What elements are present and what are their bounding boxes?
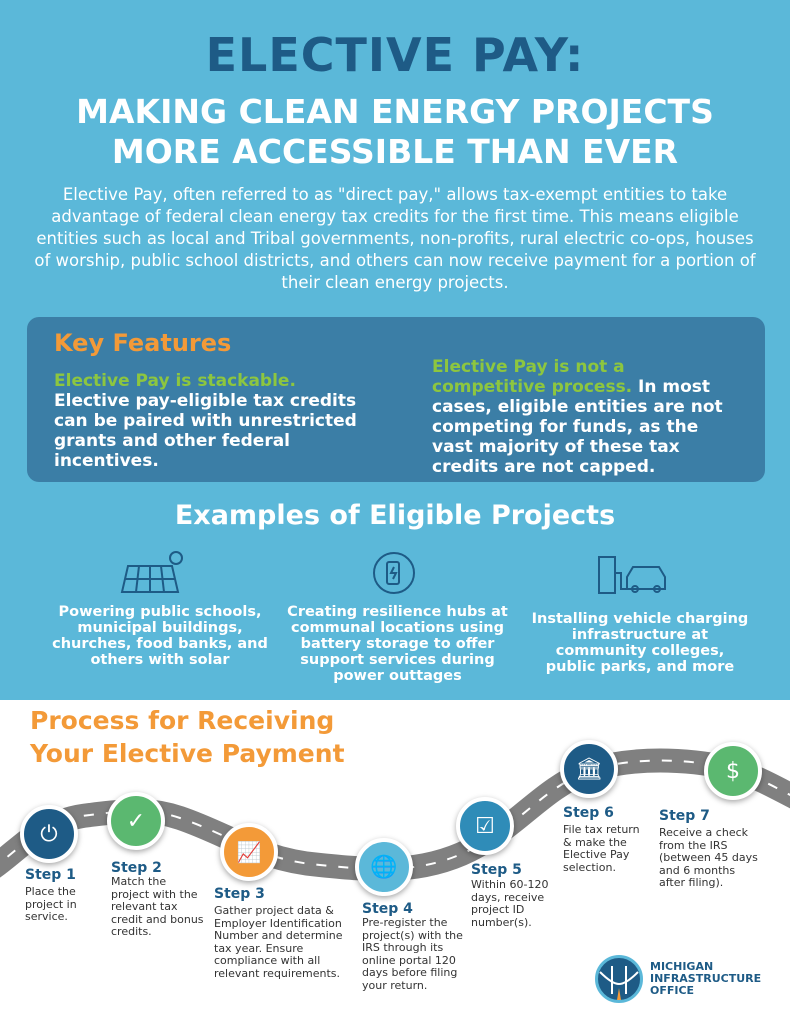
feature-highlight: Elective Pay is stackable. <box>54 371 296 391</box>
page-title: ELECTIVE PAY: <box>205 28 585 82</box>
step-5-clipboard-checklist-icon: ☑ <box>456 797 514 855</box>
michigan-infrastructure-office-logo <box>595 955 643 1003</box>
logo-line: MICHIGAN <box>650 960 714 973</box>
bridge-icon <box>599 966 639 1000</box>
step-5-text: Within 60-120 days, receive project ID n… <box>471 878 549 929</box>
step-1-label: Step 1 <box>25 867 76 883</box>
subtitle-line: MORE ACCESSIBLE THAN EVER <box>111 132 679 171</box>
step-7-text: Receive a check from the IRS (between 45… <box>659 826 758 889</box>
example-solar: Powering public schools, municipal build… <box>52 604 268 668</box>
step-7-label: Step 7 <box>659 808 710 824</box>
step-7-hand-dollar-icon: $ <box>704 742 762 800</box>
key-features-title: Key Features <box>54 329 232 357</box>
feature-text: In most cases, eligible entities are not… <box>432 377 723 477</box>
feature-text: Elective pay-eligible tax credits can be… <box>54 391 357 471</box>
feature-stackable: Elective Pay is stackable.Elective pay-e… <box>54 371 384 471</box>
step-4-text: Pre-register the project(s) with the IRS… <box>362 916 463 992</box>
step-2-document-search-icon: ✓ <box>107 792 165 850</box>
step-3-report-chart-icon: 📈 <box>220 823 278 881</box>
step-2-label: Step 2 <box>111 860 162 876</box>
step-2-text: Match the project with the relevant tax … <box>111 875 204 938</box>
step-3-label: Step 3 <box>214 886 265 902</box>
step-6-label: Step 6 <box>563 805 614 821</box>
solar-panel-icon <box>120 551 183 593</box>
subtitle-line: MAKING CLEAN ENERGY PROJECTS <box>76 92 714 131</box>
step-6-bank-payment-icon: 🏛 <box>560 740 618 798</box>
feature-highlight: Elective Pay is not a competitive proces… <box>432 357 633 397</box>
logo-line: INFRASTRUCTURE <box>650 972 762 985</box>
step-4-computer-globe-icon: 🌐 <box>355 838 413 896</box>
step-1-plug-plant-icon: ⏻ <box>20 805 78 863</box>
step-4-label: Step 4 <box>362 901 413 917</box>
ev-charging-icon <box>598 556 666 594</box>
examples-title: Examples of Eligible Projects <box>174 500 616 531</box>
step-6-text: File tax return & make the Elective Pay … <box>563 823 640 874</box>
step-5-label: Step 5 <box>471 862 522 878</box>
process-title-line: Your Elective Payment <box>30 739 345 768</box>
example-ev-charging: Installing vehicle charging infrastructu… <box>531 611 749 675</box>
intro-paragraph: Elective Pay, often referred to as "dire… <box>34 185 756 292</box>
step-3-text: Gather project data & Employer Identific… <box>214 904 343 980</box>
key-features-box: Key Features Elective Pay is stackable.E… <box>27 317 765 482</box>
step-1-text: Place the project in service. <box>25 885 77 923</box>
feature-noncompetitive: Elective Pay is not a competitive proces… <box>432 357 742 477</box>
logo-line: OFFICE <box>650 984 695 997</box>
process-title-line: Process for Receiving <box>30 706 335 735</box>
example-battery: Creating resilience hubs at communal loc… <box>287 604 508 684</box>
battery-storage-icon <box>373 552 415 594</box>
